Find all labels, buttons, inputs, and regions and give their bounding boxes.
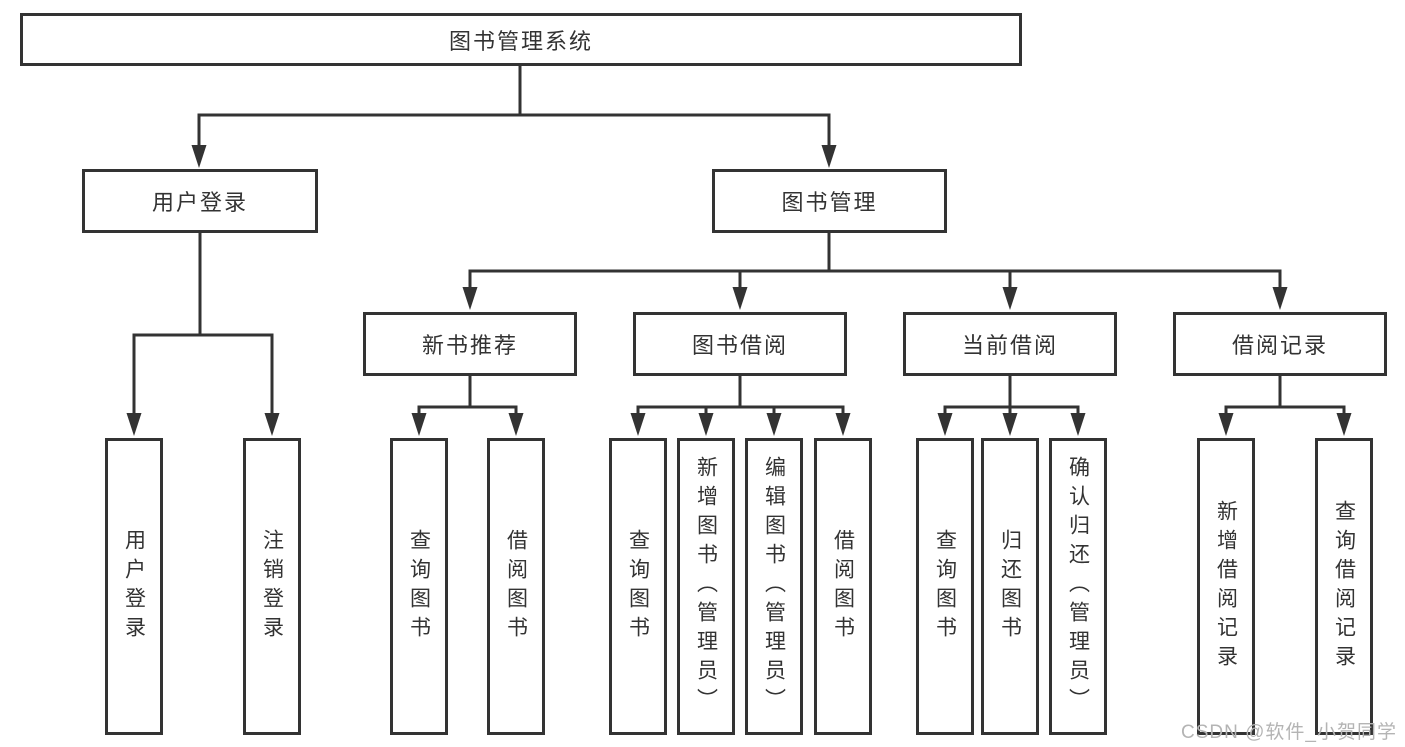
leaf-borrow-books-recommend: 借阅图书 [487, 438, 545, 735]
leaf-confirm-return-admin: 确认归还（管理员） [1049, 438, 1107, 735]
leaf-user-login: 用户登录 [105, 438, 163, 735]
node-book-borrowing: 图书借阅 [633, 312, 847, 376]
arrow-down-icon [937, 413, 953, 436]
node-user-login: 用户登录 [82, 169, 318, 233]
connector-root-to-level2 [191, 66, 837, 168]
leaf-query-books-current: 查询图书 [916, 438, 974, 735]
node-library-management-system: 图书管理系统 [20, 13, 1022, 66]
connector-book-management-children [462, 233, 1288, 310]
arrow-down-icon [1336, 413, 1352, 436]
leaf-add-borrow-record: 新增借阅记录 [1197, 438, 1255, 735]
arrow-down-icon [1002, 287, 1018, 310]
arrow-down-icon [766, 413, 782, 436]
leaf-query-borrow-record: 查询借阅记录 [1315, 438, 1373, 735]
leaf-add-books-admin: 新增图书（管理员） [677, 438, 735, 735]
leaf-query-books-recommend: 查询图书 [390, 438, 448, 735]
connector-book-borrowing-children [630, 376, 851, 436]
arrow-down-icon [411, 413, 427, 436]
leaf-borrow-books-borrowing: 借阅图书 [814, 438, 872, 735]
connector-new-book-recommendation-children [411, 376, 524, 436]
connector-user-login-children [126, 233, 280, 436]
arrow-down-icon [264, 413, 280, 436]
arrow-down-icon [1002, 413, 1018, 436]
arrow-down-icon [1218, 413, 1234, 436]
arrow-down-icon [508, 413, 524, 436]
arrow-down-icon [1272, 287, 1288, 310]
node-current-borrowing: 当前借阅 [903, 312, 1117, 376]
node-book-management: 图书管理 [712, 169, 947, 233]
arrow-down-icon [698, 413, 714, 436]
node-new-book-recommendation: 新书推荐 [363, 312, 577, 376]
arrow-down-icon [1070, 413, 1086, 436]
arrow-down-icon [126, 413, 142, 436]
arrow-down-icon [835, 413, 851, 436]
node-borrowing-records: 借阅记录 [1173, 312, 1387, 376]
leaf-query-books-borrowing: 查询图书 [609, 438, 667, 735]
connector-borrowing-records-children [1218, 376, 1352, 436]
arrow-down-icon [191, 145, 207, 168]
arrow-down-icon [821, 145, 837, 168]
connector-current-borrowing-children [937, 376, 1086, 436]
leaf-edit-books-admin: 编辑图书（管理员） [745, 438, 803, 735]
watermark: CSDN @软件_小贺同学 [1181, 722, 1397, 743]
leaf-return-books: 归还图书 [981, 438, 1039, 735]
arrow-down-icon [630, 413, 646, 436]
arrow-down-icon [732, 287, 748, 310]
arrow-down-icon [462, 287, 478, 310]
leaf-logout-login: 注销登录 [243, 438, 301, 735]
